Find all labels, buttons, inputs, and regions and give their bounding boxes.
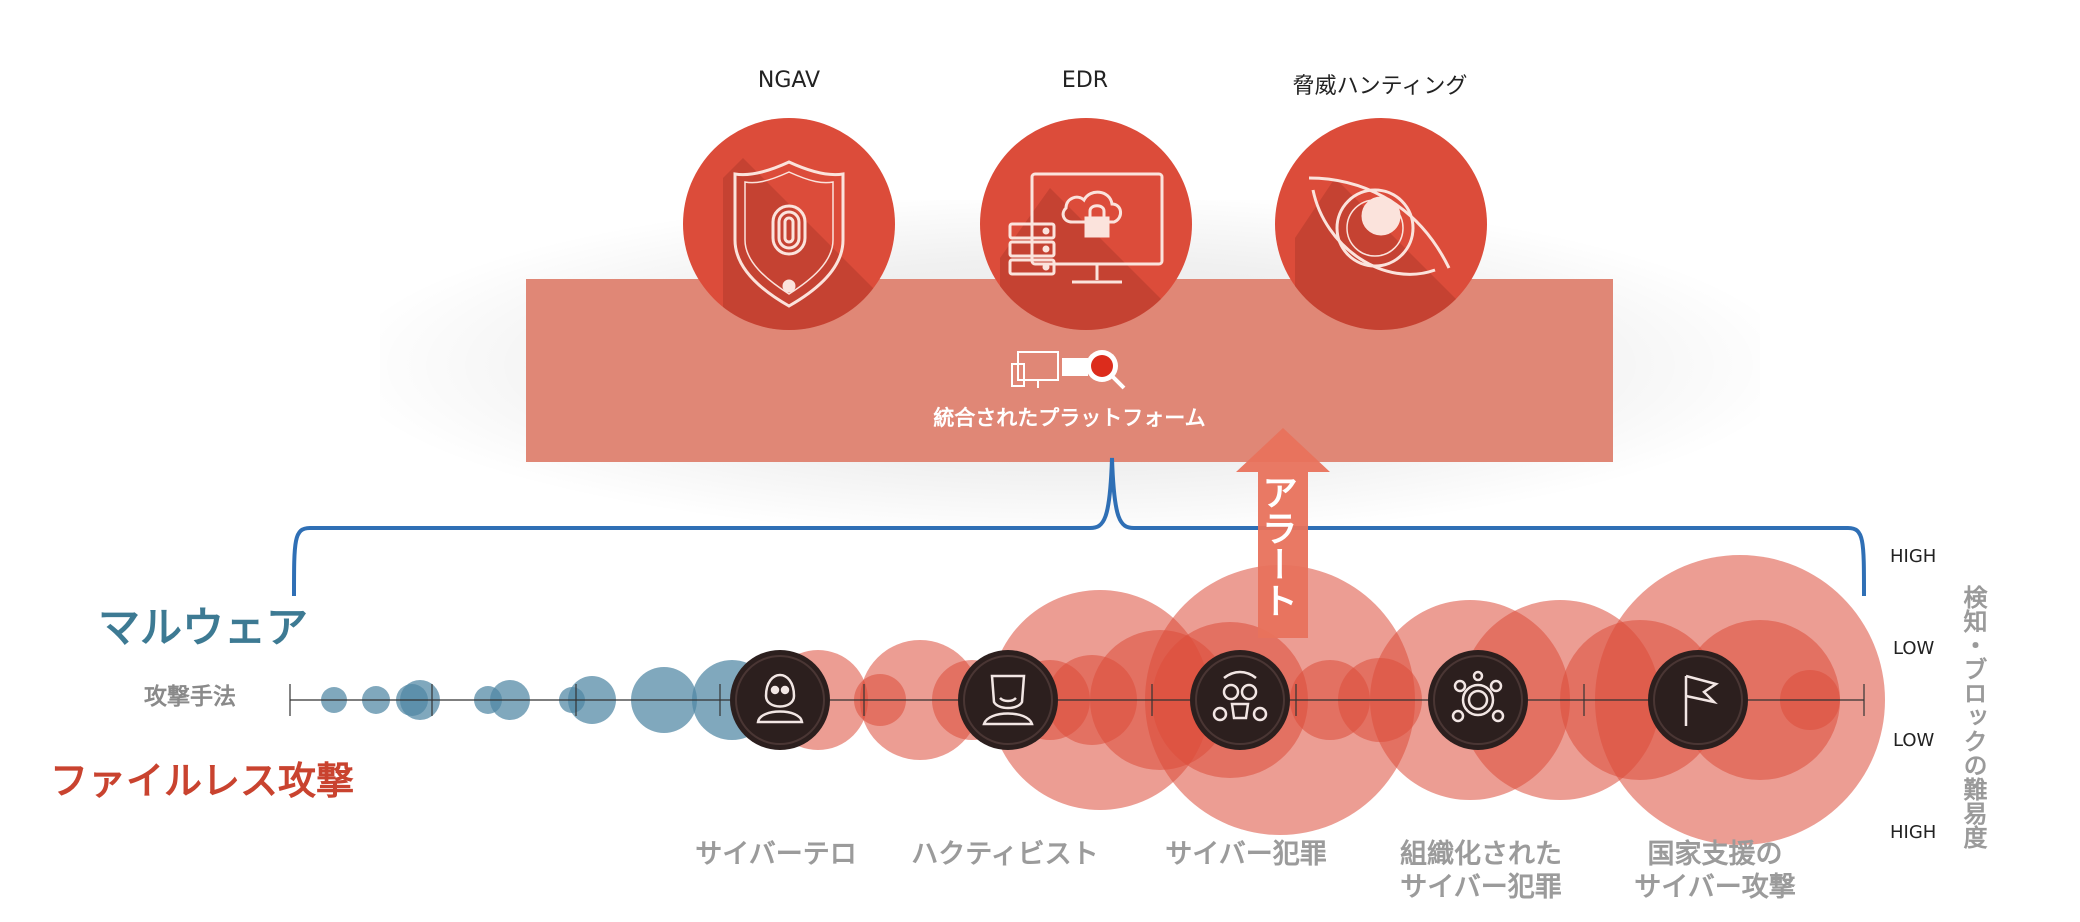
threat-label-cyber-terror: サイバーテロ: [676, 838, 876, 871]
threat-label-organized-cybercrime: 組織化された サイバー犯罪: [1376, 838, 1586, 904]
fileless-attack-label: ファイルレス攻撃: [50, 759, 355, 803]
threat-icon-disc: [730, 650, 830, 750]
feature-title-ngav: NGAV: [757, 68, 821, 93]
platform-label: 統合されたプラットフォーム: [933, 406, 1206, 430]
threat-label-cybercrime: サイバー犯罪: [1146, 838, 1346, 871]
alert-arrow: [1236, 428, 1330, 638]
fingerprint-shield-icon: [733, 160, 845, 308]
feature-title-edr: EDR: [1061, 68, 1109, 93]
threat-icon-disc: [1428, 650, 1528, 750]
threat-icon-disc: [1190, 650, 1290, 750]
scale-low-top: LOW: [1893, 638, 1935, 659]
threat-label-hacktivist: ハクティビスト: [890, 838, 1120, 871]
scale-low-bottom: LOW: [1893, 730, 1935, 751]
anonymous-mask-icon: [982, 674, 1034, 726]
threat-label-line: サイバー犯罪: [1400, 872, 1562, 903]
alert-label: アラート: [1256, 474, 1297, 618]
gas-mask-icon: [1212, 670, 1268, 722]
threat-icon-ring: [1433, 655, 1523, 745]
scale-high-top: HIGH: [1890, 546, 1937, 567]
monitor-cloud-lock-icon: [1008, 172, 1164, 284]
threat-label-line: サイバー攻撃: [1634, 872, 1796, 903]
threat-icon-ring: [963, 655, 1053, 745]
threat-icon-ring: [1653, 655, 1743, 745]
ngav-circle: [683, 118, 895, 330]
edr-circle: [980, 118, 1192, 330]
threat-label-line: 組織化された: [1400, 839, 1562, 870]
threat-label-line: サイバーテロ: [695, 839, 857, 870]
threat-label-line: 国家支援の: [1647, 839, 1783, 870]
threat-hunting-circle: [1275, 118, 1487, 330]
attack-method-label: 攻撃手法: [144, 684, 236, 710]
feature-title-threat-hunting: 脅威ハンティング: [1292, 74, 1468, 99]
masked-person-icon: [756, 673, 804, 724]
scale-high-bottom: HIGH: [1890, 822, 1937, 843]
threat-label-line: サイバー犯罪: [1165, 839, 1327, 870]
malware-label: マルウェア: [98, 603, 309, 652]
eye-icon: [1308, 176, 1451, 276]
devices-magnifier-icon: [1010, 344, 1130, 394]
difficulty-axis-label: 検知・ブロックの難易度: [1959, 585, 1987, 849]
threat-label-line: ハクティビスト: [911, 839, 1099, 870]
threat-icon-ring: [735, 655, 825, 745]
network-nodes-icon: [1451, 670, 1505, 723]
threat-label-state-sponsored: 国家支援の サイバー攻撃: [1610, 838, 1820, 904]
threat-icon-ring: [1195, 655, 1285, 745]
flag-icon: [1684, 674, 1719, 726]
threat-icon-disc: [1648, 650, 1748, 750]
